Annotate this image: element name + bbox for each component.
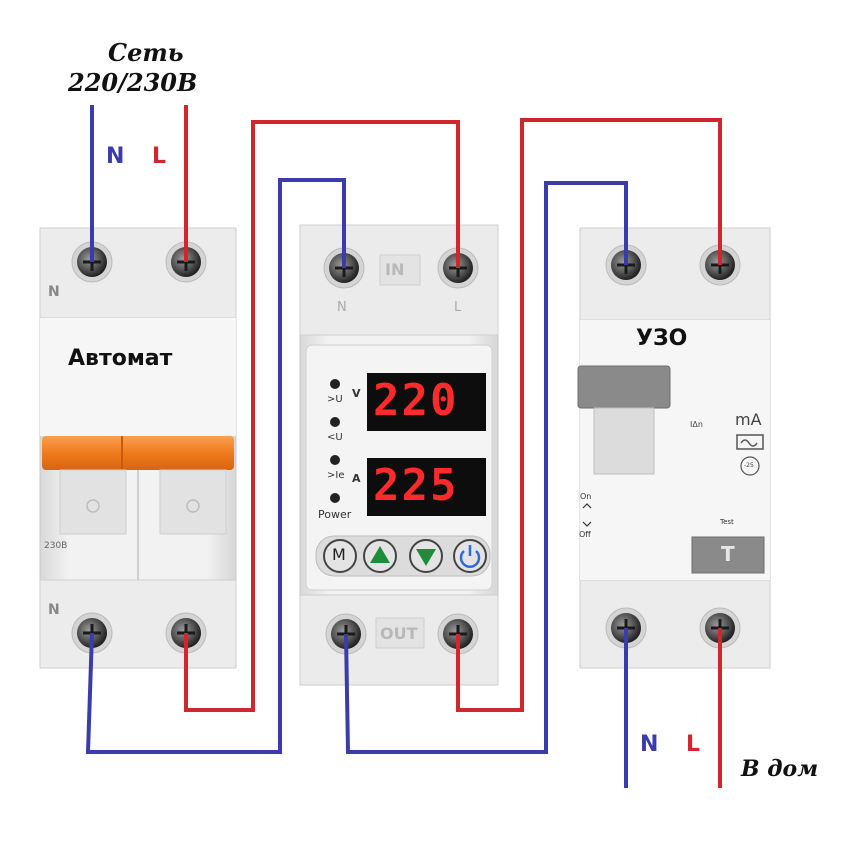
relay-n-label: N xyxy=(337,300,347,315)
led-power xyxy=(330,493,340,503)
power-icon xyxy=(459,545,481,568)
voltage-unit-label: V xyxy=(352,387,361,400)
current-display xyxy=(367,458,486,516)
led-over-voltage xyxy=(330,379,340,389)
voltage-display-value: 220 xyxy=(373,375,459,426)
rcd-off-label: Off xyxy=(579,530,591,539)
relay-in-label: IN xyxy=(385,260,405,279)
indicator-over-voltage-label: >U xyxy=(327,394,343,405)
rcd-test-label: Test xyxy=(720,518,734,526)
rcd-on-label: On xyxy=(580,492,592,501)
relay-to-rcd-neutral-wire xyxy=(344,181,628,754)
relay-to-rcd-live-wire xyxy=(456,118,722,712)
led-under-voltage xyxy=(330,417,340,427)
breaker-bottom-n-label: N xyxy=(48,602,60,618)
rcd-test-button[interactable] xyxy=(691,536,765,574)
rcd-test-button-label: T xyxy=(721,542,735,566)
breaker-switch-handle[interactable] xyxy=(42,436,234,470)
supply-l-label: L xyxy=(152,144,167,169)
rcd-device xyxy=(577,227,771,669)
current-display-value: 225 xyxy=(373,460,459,511)
breaker-rating-label: 230B xyxy=(44,541,68,551)
neutral-wires xyxy=(85,105,628,788)
indicator-power-label: Power xyxy=(318,508,352,521)
led-over-current xyxy=(330,455,340,465)
snowflake-icon xyxy=(740,456,760,476)
ac-wave-icon xyxy=(740,439,758,447)
breaker-to-relay-neutral-wire xyxy=(85,178,346,754)
current-unit-label: A xyxy=(352,472,361,485)
rcd-idn-label: IΔn xyxy=(690,420,703,429)
relay-l-label: L xyxy=(454,300,462,315)
house-n-label: N xyxy=(640,732,659,757)
indicator-under-voltage-label: <U xyxy=(327,432,343,443)
breaker-top-n-label: N xyxy=(48,284,60,300)
supply-title-line2: 220/230В xyxy=(68,68,198,97)
circuit-breaker xyxy=(39,227,237,669)
mode-button[interactable] xyxy=(323,539,357,573)
down-arrow-icon xyxy=(416,549,436,566)
breaker-to-relay-live-wire xyxy=(184,120,460,712)
voltage-relay xyxy=(299,224,499,686)
rcd-title: УЗО xyxy=(636,326,688,351)
rcd-temp-label: -25 xyxy=(744,462,754,469)
supply-title-line1: Сеть xyxy=(108,38,184,67)
rcd-ma-label: mA xyxy=(735,410,762,429)
mode-button-label: M xyxy=(332,545,346,564)
breaker-title: Автомат xyxy=(68,346,173,371)
house-l-label: L xyxy=(686,732,701,757)
relay-out-label: OUT xyxy=(380,624,418,643)
live-wires xyxy=(184,105,722,788)
indicator-over-current-label: >Ie xyxy=(327,470,345,481)
house-title: В дом xyxy=(741,756,819,782)
voltage-display xyxy=(367,373,486,431)
rcd-switch-handle[interactable] xyxy=(577,365,671,409)
up-arrow-icon xyxy=(370,546,390,563)
supply-n-label: N xyxy=(106,144,125,169)
